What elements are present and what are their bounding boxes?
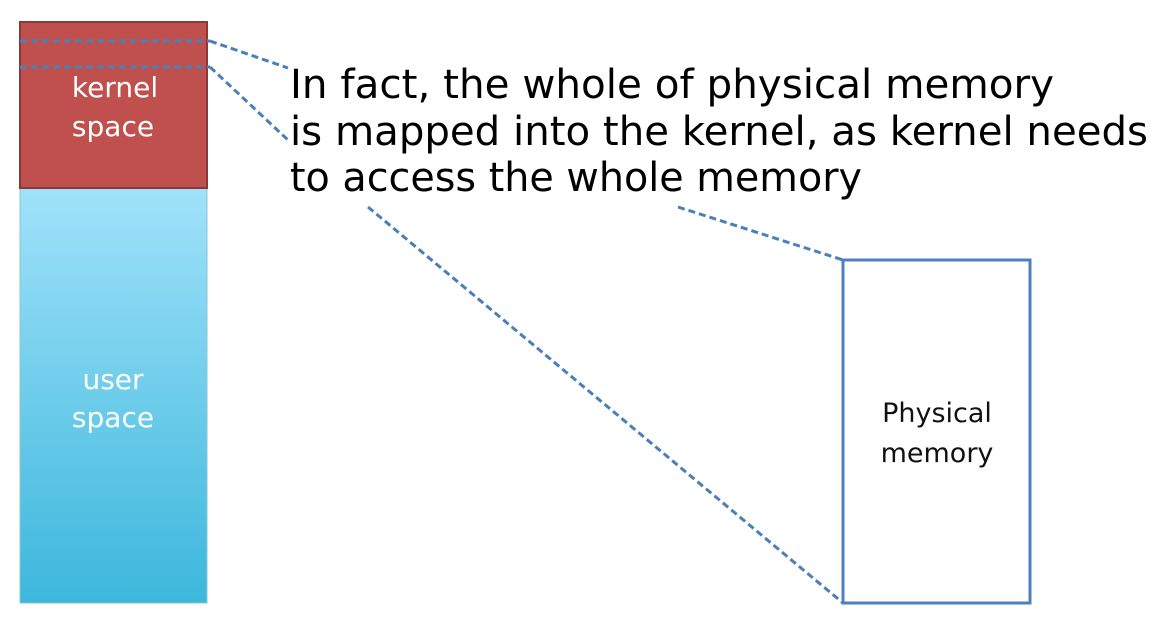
- kernel-space-block: [19, 21, 208, 189]
- kernel-space-label-line1: kernel: [72, 71, 158, 104]
- caption-line-3: to access the whole memory: [290, 155, 862, 201]
- physical-memory-label-line1: Physical: [882, 398, 992, 429]
- mapping-connector-upper-end: [677, 205, 844, 262]
- user-space-block: [19, 187, 208, 604]
- caption-line-1: In fact, the whole of physical memory: [290, 62, 1054, 108]
- user-space-label-line2: space: [72, 401, 154, 434]
- mapping-connector-lower-end: [367, 205, 844, 605]
- physical-memory-label-line2: memory: [881, 438, 994, 469]
- mapping-connector-lower-start: [208, 65, 290, 142]
- kernel-space-label-line2: space: [72, 110, 154, 143]
- mapping-connector-upper-start: [209, 39, 289, 70]
- caption-line-2: is mapped into the kernel, as kernel nee…: [290, 109, 1148, 155]
- physical-memory-block: [841, 258, 1032, 605]
- user-space-label-line1: user: [82, 363, 144, 396]
